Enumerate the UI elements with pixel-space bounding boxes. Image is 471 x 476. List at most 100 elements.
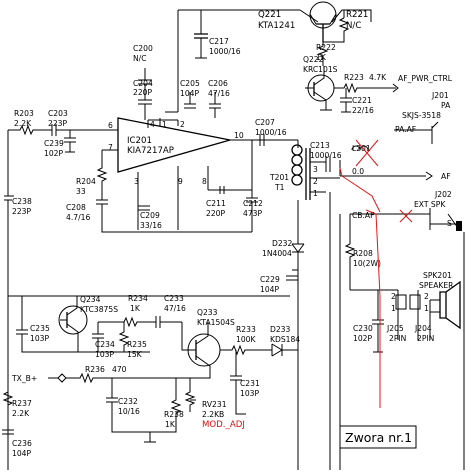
jumper-wire xyxy=(365,209,381,297)
spk201-ref: SPK201 xyxy=(423,271,452,280)
c229-ref: C229 xyxy=(260,275,280,284)
net-af-pwr-ctrl: AF_PWR_CTRL xyxy=(398,74,453,83)
l201-cross-mark xyxy=(355,139,379,167)
r221-symbol xyxy=(338,17,350,40)
ic201-part: KIA7217AP xyxy=(127,146,174,156)
j202-value: EXT SPK xyxy=(414,200,446,209)
c238-value: 223P xyxy=(12,207,31,216)
q233-part: KTA1504S xyxy=(197,318,235,327)
c200-value: N/C xyxy=(133,54,147,63)
d232-part: 1N4004 xyxy=(262,249,292,258)
c232-ref: C232 xyxy=(118,397,138,406)
pin-s: S xyxy=(447,219,452,228)
ic201-symbol xyxy=(117,117,231,173)
amplifier-section: C200 N/C C204 220P C205 104P C206 47/16 … xyxy=(4,44,298,470)
c217-ref: C217 xyxy=(209,37,229,46)
c234-ref: C234 xyxy=(95,340,115,349)
pin-9: 9 xyxy=(178,177,183,186)
q234-symbol xyxy=(58,305,88,335)
c208-value: 4.7/16 xyxy=(66,213,90,222)
c205-value: 104P xyxy=(180,89,199,98)
c211-value: 220P xyxy=(206,209,225,218)
c200-ref: C200 xyxy=(133,44,153,53)
c203-value: 223P xyxy=(48,119,67,128)
jumper-wire-top xyxy=(339,167,381,213)
j201-part: SKJS-3518 xyxy=(402,111,441,120)
r234-ref: R234 xyxy=(128,294,148,303)
net-af: AF xyxy=(441,172,451,181)
pin-7: 7 xyxy=(108,143,113,152)
j205-value: 2PIN xyxy=(389,334,406,343)
r208-value: 10(2W) xyxy=(353,259,381,268)
r237-value: 2.2K xyxy=(12,409,30,418)
j201-value: PA xyxy=(441,101,451,110)
r221-value: N/C xyxy=(346,21,361,31)
pin-1d: 1 xyxy=(424,304,429,313)
c236-value: 104P xyxy=(12,449,31,458)
j204-symbol xyxy=(409,294,421,310)
r235-value: 15K xyxy=(127,350,143,359)
r237-ref: R237 xyxy=(12,399,32,408)
c239-value: 102P xyxy=(44,149,63,158)
pin-6: 6 xyxy=(108,121,113,130)
j201-ref: J201 xyxy=(431,91,449,100)
c238-ref: C238 xyxy=(12,197,32,206)
r235-ref: R235 xyxy=(127,340,147,349)
j204-value: 2PIN xyxy=(417,334,434,343)
c231-ref: C231 xyxy=(240,379,260,388)
spk201-value: SPEAKER xyxy=(419,281,454,290)
c203-ref: C203 xyxy=(48,109,68,118)
annotation-box xyxy=(339,425,417,449)
modulation-section: Q234 KTC3875S C235 103P R234 1K C233 47/… xyxy=(2,294,300,458)
red-annotation: Zwora nr.1 xyxy=(339,139,417,449)
j205-symbol xyxy=(395,294,407,310)
r203-ref: R203 xyxy=(14,109,34,118)
c233-value: 47/16 xyxy=(164,304,186,313)
net-pa-af: PA.AF xyxy=(395,125,416,134)
j205-ref: J205 xyxy=(386,324,404,333)
r208-ref: R208 xyxy=(353,249,373,258)
l201-ref: L201 xyxy=(352,144,371,153)
c209-ref: C209 xyxy=(140,211,160,220)
r236-value: 470 xyxy=(112,365,127,374)
r238-ref: R238 xyxy=(164,410,184,419)
q221-ref: Q221 xyxy=(258,10,281,20)
pin-3: 3 xyxy=(134,177,139,186)
c206-value: 47/16 xyxy=(208,89,230,98)
pin-10: 10 xyxy=(234,131,244,140)
r222-value: 1K xyxy=(316,53,327,62)
rv231-value: 2.2KB xyxy=(202,410,224,419)
c212-ref: C212 xyxy=(243,199,263,208)
pin-2b: 2 xyxy=(313,177,318,186)
c230-value: 102P xyxy=(353,334,372,343)
r233-ref: R233 xyxy=(236,325,256,334)
c213-ref: C213 xyxy=(310,141,330,150)
r204-value: 33 xyxy=(76,187,86,196)
j204-ref: J204 xyxy=(414,324,432,333)
t201-symbol xyxy=(291,144,303,186)
c204-value: 220P xyxy=(133,88,152,97)
c204-ref: C204 xyxy=(133,79,153,88)
c234-value: 103P xyxy=(95,350,114,359)
q233-ref: Q233 xyxy=(197,308,218,317)
c206-ref: C206 xyxy=(208,79,228,88)
r223-value: 4.7K xyxy=(369,73,387,82)
c221-ref: C221 xyxy=(352,96,372,105)
pin-2c: 2 xyxy=(391,292,396,301)
pin-1: 1 xyxy=(162,120,167,129)
l201-value: 0.0 xyxy=(352,167,364,176)
c233-ref: C233 xyxy=(164,294,184,303)
r233-value: 100K xyxy=(236,335,256,344)
c231-value: 103P xyxy=(240,389,259,398)
c239-ref: C239 xyxy=(44,139,64,148)
t201-part: T1 xyxy=(274,183,285,192)
j202-cross-mark xyxy=(399,209,413,223)
c221-value: 22/16 xyxy=(352,106,374,115)
net-tx-b: TX_B+ xyxy=(11,374,37,383)
r236-ref: R236 xyxy=(85,365,105,374)
r203-value: 2.2K xyxy=(14,119,32,128)
c235-value: 103P xyxy=(30,334,49,343)
c212-value: 473P xyxy=(243,209,262,218)
q222-ref: Q222 xyxy=(303,55,324,64)
